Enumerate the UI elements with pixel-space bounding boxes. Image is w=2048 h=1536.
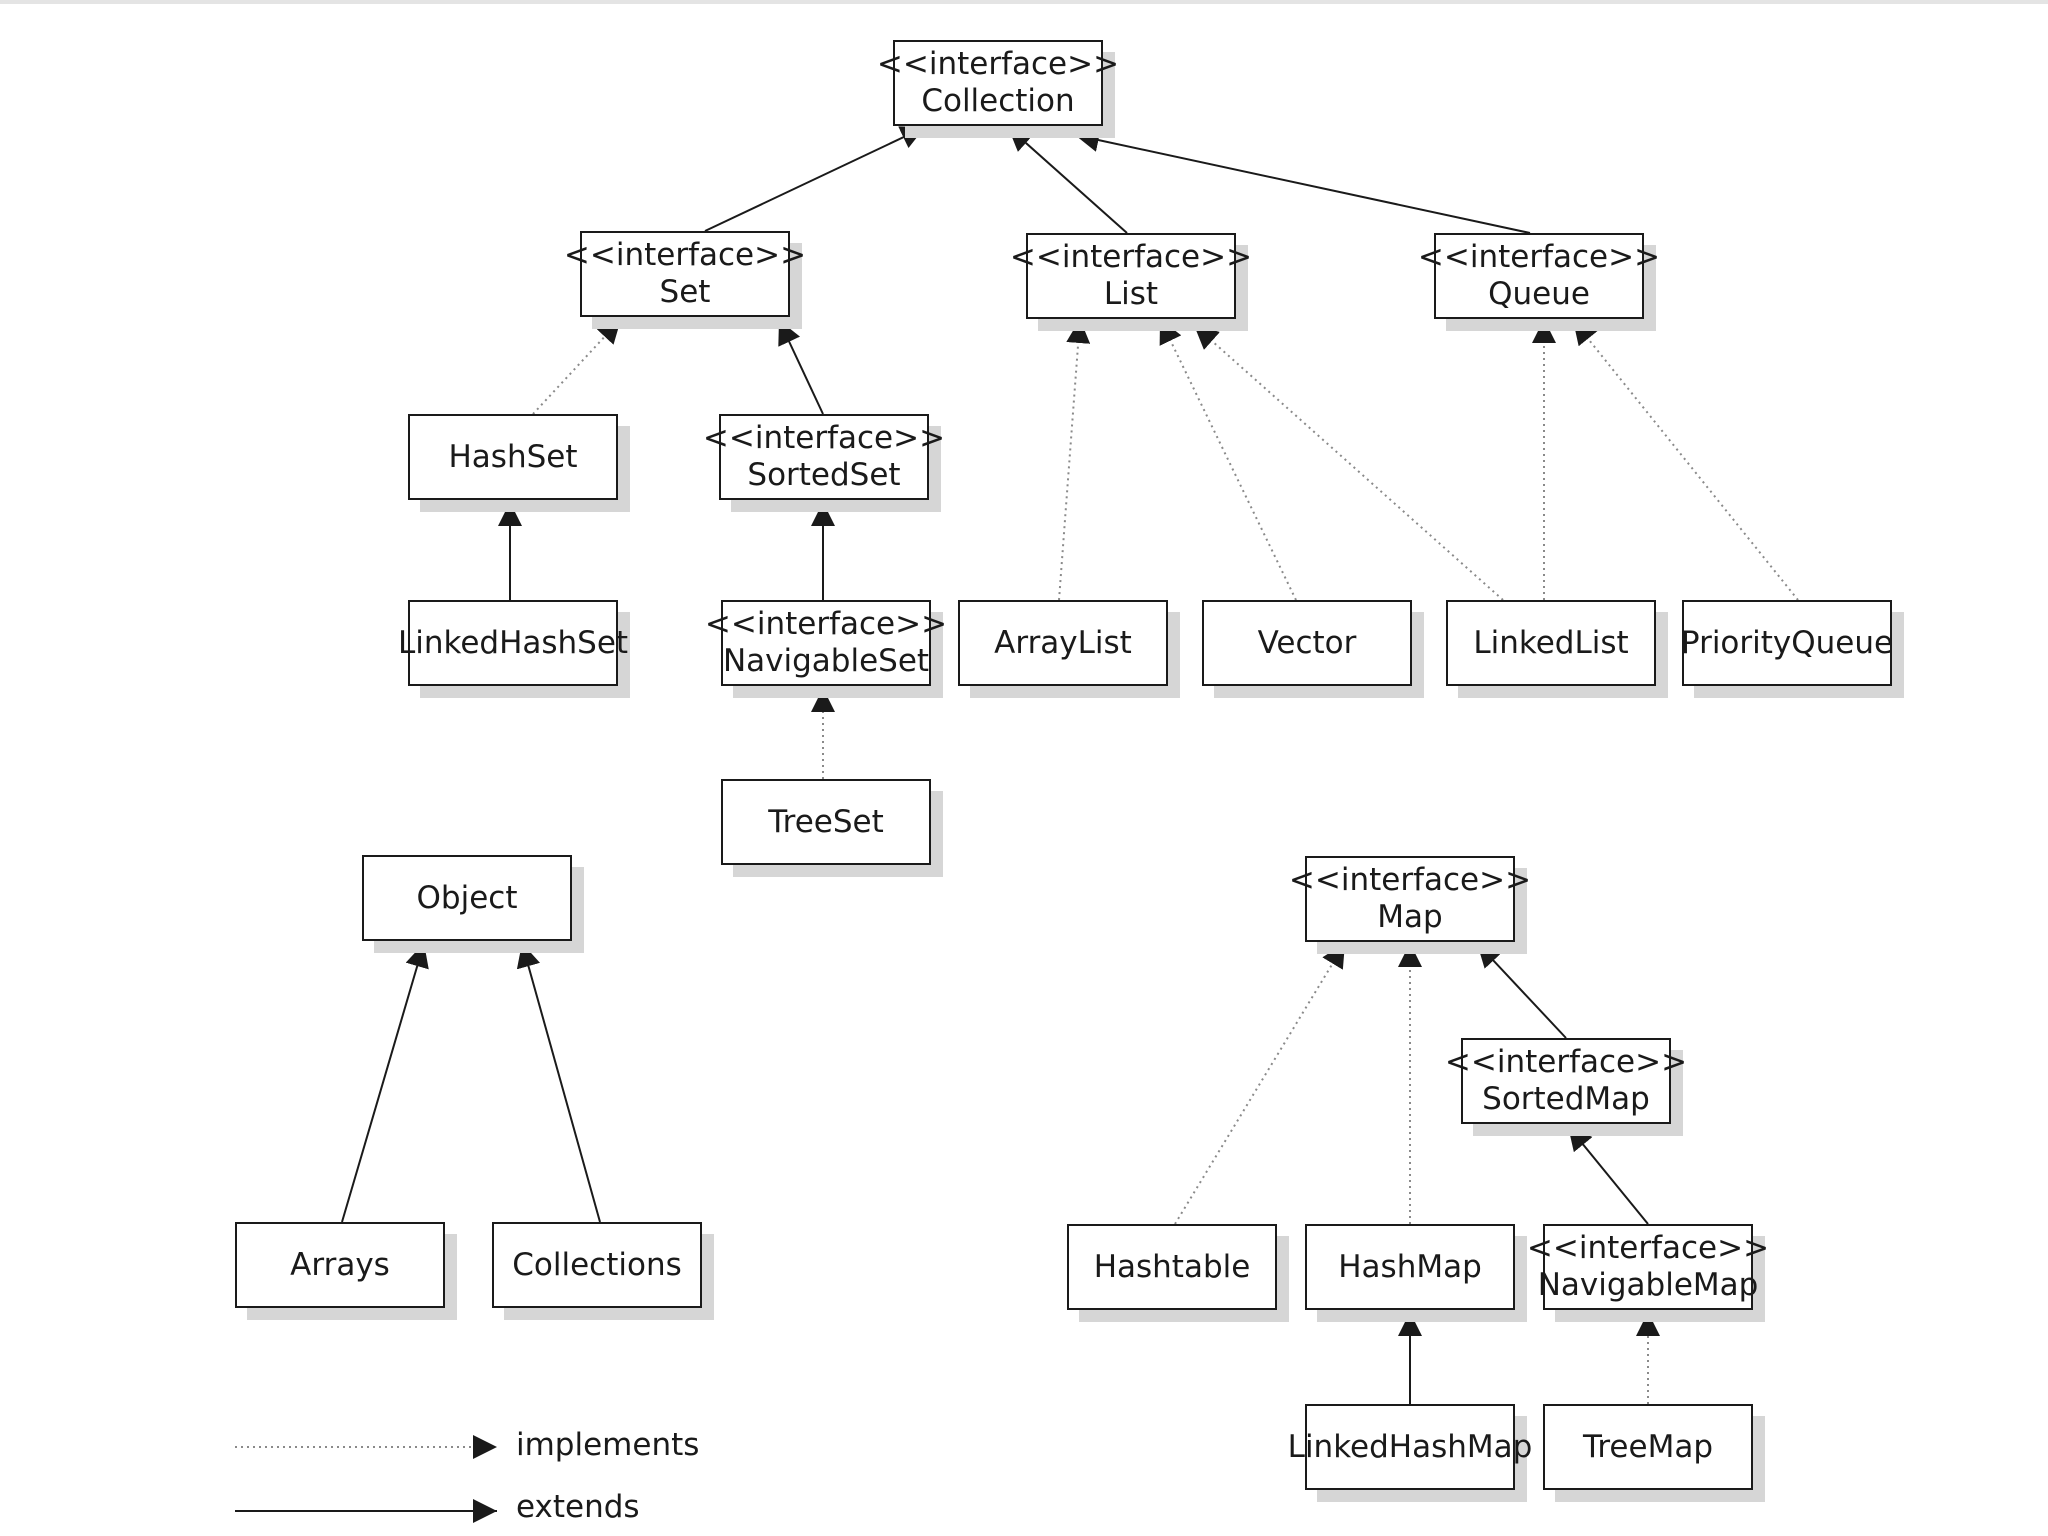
edge-sortedset-to-set [778,319,824,415]
node-sortedset: <<interface>>SortedSet [703,414,945,500]
edge-arrays-to-object [341,942,429,1223]
node-navigableset: <<interface>>NavigableSet [705,600,947,686]
node-collection: <<interface>>Collection [877,40,1119,126]
node-queue: <<interface>>Queue [1418,233,1660,319]
node-label: PriorityQueue [1680,624,1894,661]
legend-extends-label: extends [516,1489,640,1525]
node-label: HashMap [1338,1248,1482,1285]
edge-hashtable-to-map [1174,942,1346,1225]
node-label: Vector [1257,624,1357,661]
node-label: SortedSet [747,457,901,493]
node-label: Map [1377,899,1443,935]
node-navigablemap: <<interface>>NavigableMap [1527,1224,1769,1310]
edge-list-to-collection [1007,126,1128,234]
edge-collections-to-object [516,942,601,1223]
node-label: Queue [1488,276,1590,312]
node-hashset: HashSet [408,414,618,500]
node-linkedlist: LinkedList [1446,600,1656,686]
node-label: Object [416,879,518,916]
node-collections: Collections [492,1222,702,1308]
node-vector: Vector [1202,600,1412,686]
node-sortedmap: <<interface>>SortedMap [1445,1038,1687,1124]
node-label: Collection [921,83,1075,119]
node-treemap: TreeMap [1543,1404,1753,1490]
node-label: NavigableMap [1537,1267,1759,1303]
node-priorityqueue: PriorityQueue [1680,600,1894,686]
edge-sortedmap-to-map [1476,942,1567,1039]
stereotype-label: <<interface>> [1288,862,1532,898]
node-list: <<interface>>List [1010,233,1252,319]
node-label: NavigableSet [722,643,930,679]
stereotype-label: <<interface>> [1009,239,1253,275]
edge-linkedlist-to-list [1193,324,1504,601]
legend-implements-label: implements [516,1427,700,1463]
node-object: Object [362,855,572,941]
node-arrays: Arrays [235,1222,445,1308]
node-label: Set [659,274,711,310]
edge-priorityqueue-to-queue [1572,319,1799,601]
node-hashmap: HashMap [1305,1224,1515,1310]
node-label: ArrayList [994,624,1132,661]
node-label: Hashtable [1093,1248,1251,1285]
stereotype-label: <<interface>> [1526,1230,1770,1266]
stereotype-label: <<interface>> [704,606,948,642]
node-label: HashSet [448,438,578,475]
node-label: SortedMap [1482,1081,1650,1117]
edge-set-to-collection [704,126,926,232]
node-label: Collections [512,1246,682,1283]
node-linkedhashset: LinkedHashSet [398,600,628,686]
node-label: TreeMap [1582,1428,1713,1465]
node-label: LinkedHashSet [397,624,629,661]
node-label: List [1103,276,1159,312]
node-linkedhashmap: LinkedHashMap [1288,1404,1532,1490]
node-treeset: TreeSet [721,779,931,865]
node-map: <<interface>>Map [1289,856,1531,942]
node-label: LinkedHashMap [1287,1428,1533,1465]
node-label: LinkedList [1473,624,1629,661]
node-label: TreeSet [768,803,884,840]
edge-hashset-to-set [532,318,622,415]
edge-vector-to-list [1159,318,1297,601]
edge-queue-to-collection [1074,128,1531,234]
node-arraylist: ArrayList [958,600,1168,686]
top-border [0,0,2048,4]
node-hashtable: Hashtable [1067,1224,1277,1310]
node-set: <<interface>>Set [564,231,806,317]
node-label: Arrays [290,1246,390,1283]
stereotype-label: <<interface>> [876,46,1120,82]
stereotype-label: <<interface>> [702,420,946,456]
stereotype-label: <<interface>> [1444,1044,1688,1080]
stereotype-label: <<interface>> [563,237,807,273]
edge-navigablemap-to-sortedmap [1567,1125,1649,1225]
stereotype-label: <<interface>> [1417,239,1661,275]
edge-arraylist-to-list [1058,318,1091,601]
